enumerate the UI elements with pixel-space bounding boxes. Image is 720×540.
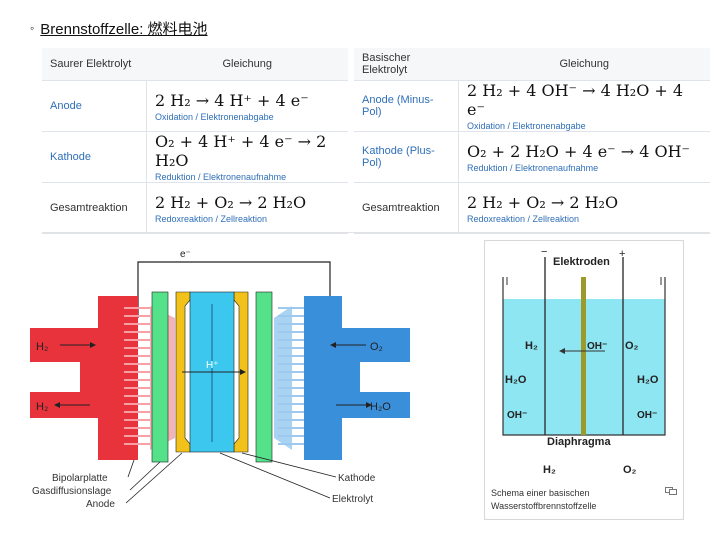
enlarge-icon[interactable] <box>665 487 677 495</box>
table-row: Kathode O₂ + 4 H⁺ + 4 e⁻ → 2 H₂O Reduktio… <box>42 131 348 183</box>
equation-note: Oxidation / Elektronenabgabe <box>155 111 274 122</box>
h2o-label-right: H₂O <box>637 374 659 386</box>
cathode-gas-channels <box>278 307 304 445</box>
gas-diffusion-layer-label: Gasdiffusionslage <box>32 486 112 497</box>
row-label-cathode[interactable]: Kathode (Plus-Pol) <box>354 131 459 183</box>
o2-inlet-label: O₂ <box>370 341 383 353</box>
plus-pole: + <box>619 248 625 260</box>
equation: O₂ + 4 H⁺ + 4 e⁻ → 2 H₂O <box>155 132 327 170</box>
table-row: Anode (Minus-Pol) 2 H₂ + 4 OH⁻ → 4 H₂O +… <box>354 80 710 132</box>
equation-note: Redoxreaktion / Zellreaktion <box>155 213 268 224</box>
equation-note: Redoxreaktion / Zellreaktion <box>467 213 580 224</box>
arrow-head <box>90 342 96 348</box>
wiki-figure[interactable]: − + Elektroden H₂ OH⁻ O₂ H₂O H₂O OH⁻ OH⁻… <box>484 240 684 520</box>
arrow-head <box>366 402 372 408</box>
table-header: Gleichung <box>146 48 348 81</box>
cathode-gas-diffusion-layer <box>255 291 273 463</box>
figure-caption: Schema einer basischen Wasserstoffbrenns… <box>491 487 596 513</box>
h2o-outlet-label: H₂O <box>370 401 391 413</box>
external-circuit-wire <box>137 261 331 318</box>
equation-note: Oxidation / Elektronenabgabe <box>467 121 586 131</box>
electron-label: e⁻ <box>180 249 191 260</box>
anode-bipolar-plate <box>30 296 138 460</box>
table-header: Saurer Elektrolyt <box>42 48 147 81</box>
anode-gas-diffusion-layer <box>151 291 169 463</box>
bullet-icon: ◦ <box>30 21 35 35</box>
row-label-total: Gesamtreaktion <box>42 182 147 234</box>
equation-note: Reduktion / Elektronenaufnahme <box>467 162 599 173</box>
proton-label: H⁺ <box>206 360 219 371</box>
alkaline-cell-diagram: − + Elektroden H₂ OH⁻ O₂ H₂O H₂O OH⁻ OH⁻… <box>502 246 666 476</box>
o2-label: O₂ <box>625 340 639 352</box>
caption-line: Schema einer basischen <box>491 488 590 498</box>
leader-line <box>241 452 337 478</box>
equation-cell: 2 H₂ + 4 OH⁻ → 4 H₂O + 4 e⁻ Oxidation / E… <box>458 80 710 132</box>
oh-label-left: OH⁻ <box>507 410 527 421</box>
fuel-cell-diagram: e⁻ H⁺ H₂ H₂ O₂ H₂O Bipolarplatte <box>30 249 410 510</box>
diaphragm <box>581 277 586 435</box>
slide-title-text[interactable]: Brennstoffzelle: 燃料电池 <box>40 21 208 38</box>
minus-pole: − <box>541 246 547 258</box>
row-label-total: Gesamtreaktion <box>354 182 459 234</box>
diaphragm-label: Diaphragma <box>547 436 611 448</box>
leader-line <box>125 452 183 504</box>
arrow-head <box>240 369 246 375</box>
divider <box>42 232 710 233</box>
cathode-label: Kathode <box>338 473 376 484</box>
table-header: Gleichung <box>458 48 710 81</box>
equation-cell: O₂ + 2 H₂O + 4 e⁻ → 4 OH⁻Reduktion / Ele… <box>458 131 710 183</box>
row-label-cathode[interactable]: Kathode <box>42 131 147 183</box>
cathode-gas-zone <box>274 306 292 450</box>
h2o-label-left: H₂O <box>505 374 527 386</box>
bipolar-plate-label: Bipolarplatte <box>52 473 108 484</box>
arrow-head <box>330 342 336 348</box>
h2-inlet-label: H₂ <box>36 341 48 353</box>
arrow-head <box>54 402 60 408</box>
equation-note: Reduktion / Elektronenaufnahme <box>155 172 287 182</box>
leader-line <box>127 459 135 478</box>
leader-line <box>219 452 331 499</box>
slide-title: ◦ Brennstoffzelle: 燃料电池 <box>30 18 208 39</box>
oh-label: OH⁻ <box>587 341 607 352</box>
table-row: Anode 2 H₂ → 4 H⁺ + 4 e⁻Oxidation / Elek… <box>42 80 348 132</box>
equation: O₂ + 2 H₂O + 4 e⁻ → 4 OH⁻ <box>467 141 690 161</box>
anode-gas-channels <box>124 307 150 445</box>
anode-label: Anode <box>86 499 115 510</box>
row-label-anode[interactable]: Anode (Minus-Pol) <box>354 80 459 132</box>
electrolyte-label: Elektrolyt <box>332 494 373 505</box>
table-header: Basischer Elektrolyt <box>354 48 459 81</box>
equation: 2 H₂ + 4 OH⁻ → 4 H₂O + 4 e⁻ <box>467 81 684 119</box>
equation-cell: O₂ + 4 H⁺ + 4 e⁻ → 2 H₂O Reduktion / Elek… <box>146 131 348 183</box>
row-label-anode[interactable]: Anode <box>42 80 147 132</box>
equation-cell: 2 H₂ → 4 H⁺ + 4 e⁻Oxidation / Elektronen… <box>146 80 348 132</box>
o2-outlet-label: O₂ <box>623 464 637 476</box>
h2-outlet-label: H₂ <box>36 401 48 413</box>
electrodes-label: Elektroden <box>553 256 610 268</box>
acid-electrolyte-table: Saurer Elektrolyt Gleichung Anode 2 H₂ →… <box>42 48 348 234</box>
h2-outlet-label: H₂ <box>543 464 556 476</box>
leader-line <box>129 461 161 491</box>
h2-label: H₂ <box>525 340 538 352</box>
equation: 2 H₂ + O₂ → 2 H₂O <box>155 192 307 212</box>
caption-line: Wasserstoffbrennstoffzelle <box>491 501 597 511</box>
equation: 2 H₂ + O₂ → 2 H₂O <box>467 192 619 212</box>
arrow-head <box>559 348 565 354</box>
equation: 2 H₂ → 4 H⁺ + 4 e⁻ <box>155 90 309 110</box>
basic-electrolyte-table: Basischer Elektrolyt Gleichung Anode (Mi… <box>354 48 710 234</box>
oh-label-right: OH⁻ <box>637 410 657 421</box>
cathode-bipolar-plate <box>304 296 410 460</box>
table-row: Kathode (Plus-Pol) O₂ + 2 H₂O + 4 e⁻ → 4… <box>354 131 710 183</box>
